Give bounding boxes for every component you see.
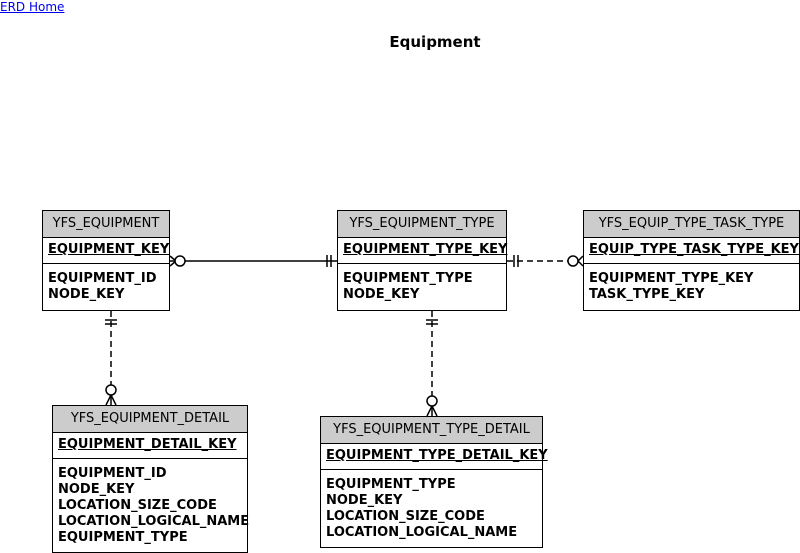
- entity-name: YFS_EQUIPMENT_TYPE_DETAIL: [321, 417, 542, 444]
- zero-marker-equipment: [174, 255, 186, 267]
- entity-yfs-equipment-type[interactable]: YFS_EQUIPMENT_TYPE EQUIPMENT_TYPE_KEY EQ…: [337, 210, 507, 311]
- attribute: NODE_KEY: [326, 493, 403, 508]
- entity-name: YFS_EQUIPMENT_DETAIL: [53, 406, 247, 433]
- attribute: TASK_TYPE_KEY: [589, 287, 705, 302]
- primary-key: EQUIPMENT_DETAIL_KEY: [53, 433, 247, 459]
- attribute-list: EQUIPMENT_ID NODE_KEY: [43, 264, 169, 303]
- attribute: LOCATION_SIZE_CODE: [326, 509, 485, 524]
- primary-key: EQUIPMENT_TYPE_KEY: [338, 238, 507, 264]
- attribute: EQUIPMENT_TYPE: [326, 477, 456, 492]
- attribute: LOCATION_LOGICAL_NAME: [326, 525, 518, 540]
- attribute: NODE_KEY: [48, 287, 125, 302]
- entity-yfs-equip-type-task-type[interactable]: YFS_EQUIP_TYPE_TASK_TYPE EQUIP_TYPE_TASK…: [583, 210, 800, 311]
- attribute: NODE_KEY: [58, 482, 135, 497]
- attribute: EQUIPMENT_TYPE: [343, 271, 473, 286]
- entity-yfs-equipment-type-detail[interactable]: YFS_EQUIPMENT_TYPE_DETAIL EQUIPMENT_TYPE…: [320, 416, 548, 548]
- attribute: NODE_KEY: [343, 287, 420, 302]
- attribute: EQUIPMENT_ID: [48, 271, 157, 286]
- entity-yfs-equipment[interactable]: YFS_EQUIPMENT EQUIPMENT_KEY EQUIPMENT_ID…: [42, 210, 170, 311]
- entity-name: YFS_EQUIP_TYPE_TASK_TYPE: [584, 211, 799, 238]
- page-title: Equipment: [389, 33, 481, 51]
- entity-yfs-equipment-detail[interactable]: YFS_EQUIPMENT_DETAIL EQUIPMENT_DETAIL_KE…: [52, 405, 250, 553]
- primary-key: EQUIPMENT_KEY: [43, 238, 169, 264]
- attribute-list: EQUIPMENT_ID NODE_KEY LOCATION_SIZE_CODE…: [53, 459, 250, 546]
- attribute-list: EQUIPMENT_TYPE_KEY TASK_TYPE_KEY: [584, 264, 799, 303]
- attribute-list: EQUIPMENT_TYPE NODE_KEY: [338, 264, 506, 303]
- primary-key: EQUIPMENT_TYPE_DETAIL_KEY: [321, 444, 548, 470]
- erd-home-link[interactable]: ERD Home: [0, 0, 65, 14]
- primary-key: EQUIP_TYPE_TASK_TYPE_KEY: [584, 238, 799, 264]
- entity-name: YFS_EQUIPMENT: [43, 211, 169, 238]
- attribute: EQUIPMENT_TYPE_KEY: [589, 271, 754, 286]
- entity-name: YFS_EQUIPMENT_TYPE: [338, 211, 506, 238]
- attribute: LOCATION_SIZE_CODE: [58, 498, 217, 513]
- attribute: LOCATION_LOGICAL_NAME: [58, 514, 250, 529]
- attribute: EQUIPMENT_ID: [58, 466, 167, 481]
- attribute: EQUIPMENT_TYPE: [58, 530, 188, 545]
- attribute-list: EQUIPMENT_TYPE NODE_KEY LOCATION_SIZE_CO…: [321, 470, 542, 541]
- zero-marker-task-type: [567, 255, 579, 267]
